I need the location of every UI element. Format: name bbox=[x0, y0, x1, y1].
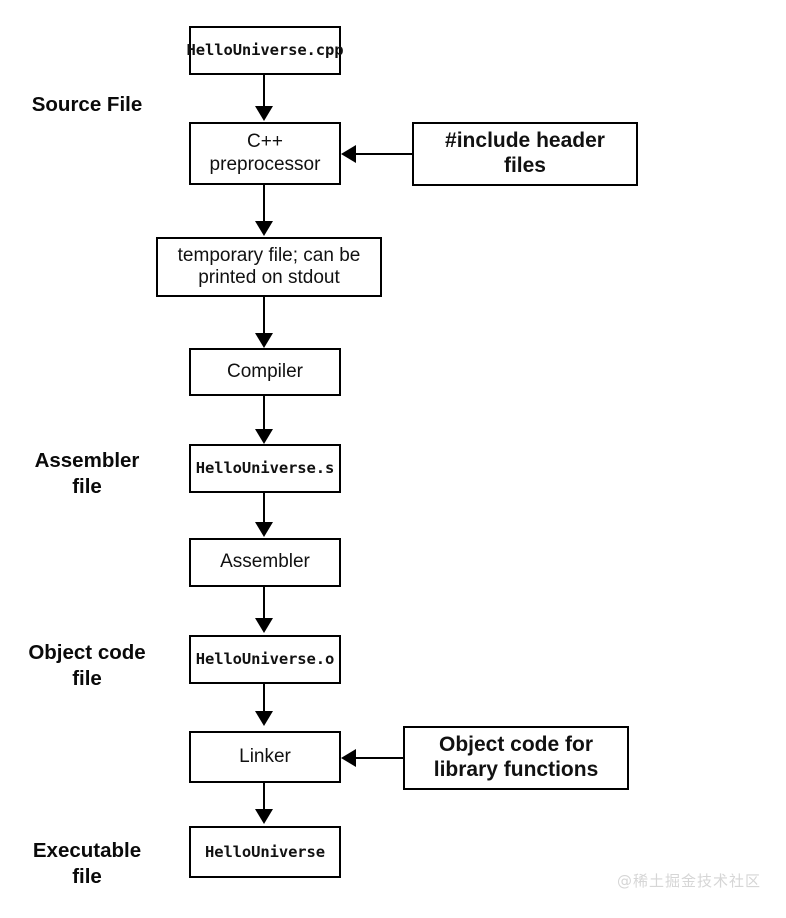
edge-cpp-to-preprocessor-line bbox=[263, 75, 265, 108]
node-label: Assembler bbox=[220, 551, 310, 573]
edge-temp-to-compiler-arrow bbox=[255, 333, 273, 348]
node-hellouniverse-cpp[interactable]: HelloUniverse.cpp bbox=[186, 26, 344, 75]
node-compiler[interactable]: Compiler bbox=[189, 348, 341, 396]
edge-temp-to-compiler-line bbox=[263, 297, 265, 335]
edge-s-to-assembler-line bbox=[263, 493, 265, 524]
edge-library-to-linker-line bbox=[356, 757, 405, 759]
node-label: HelloUniverse.s bbox=[195, 459, 335, 478]
edge-assembler-to-o-arrow bbox=[255, 618, 273, 633]
node-hellouniverse-s[interactable]: HelloUniverse.s bbox=[189, 444, 341, 493]
edge-assembler-to-o-line bbox=[263, 587, 265, 620]
edge-compiler-to-s-arrow bbox=[255, 429, 273, 444]
edge-include-to-preprocessor-arrow bbox=[341, 145, 356, 163]
edge-compiler-to-s-line bbox=[263, 396, 265, 431]
watermark-text: @稀土掘金技术社区 bbox=[617, 872, 762, 890]
caption-executable-file: Executable file bbox=[32, 839, 142, 889]
caption-source-file: Source File bbox=[31, 93, 143, 116]
caption-assembler-file: Assembler file bbox=[34, 449, 140, 499]
edge-library-to-linker-arrow bbox=[341, 749, 356, 767]
edge-preprocessor-to-temp-line bbox=[263, 185, 265, 223]
edge-o-to-linker-line bbox=[263, 684, 265, 713]
node-label: HelloUniverse.o bbox=[195, 650, 335, 669]
node-label: Compiler bbox=[226, 360, 304, 382]
node-hellouniverse[interactable]: HelloUniverse bbox=[189, 826, 341, 878]
node-label: HelloUniverse.cpp bbox=[186, 41, 344, 60]
edge-linker-to-exe-arrow bbox=[255, 809, 273, 824]
edge-cpp-to-preprocessor-arrow bbox=[255, 106, 273, 121]
node-library-object-code[interactable]: Object code for library functions bbox=[403, 726, 629, 790]
edge-preprocessor-to-temp-arrow bbox=[255, 221, 273, 236]
node-label: #include header files bbox=[445, 129, 605, 177]
edge-o-to-linker-arrow bbox=[255, 711, 273, 726]
node-temporary-file[interactable]: temporary file; can be printed on stdout bbox=[156, 237, 382, 297]
node-label: C++ preprocessor bbox=[209, 131, 321, 175]
node-label: HelloUniverse bbox=[204, 842, 325, 861]
node-hellouniverse-o[interactable]: HelloUniverse.o bbox=[189, 635, 341, 684]
node-label: Object code for library functions bbox=[433, 733, 599, 781]
node-label: temporary file; can be printed on stdout bbox=[177, 244, 361, 288]
edge-linker-to-exe-line bbox=[263, 783, 265, 811]
edge-s-to-assembler-arrow bbox=[255, 522, 273, 537]
node-assembler[interactable]: Assembler bbox=[189, 538, 341, 587]
node-include-header-files[interactable]: #include header files bbox=[412, 122, 638, 186]
edge-include-to-preprocessor-line bbox=[356, 153, 414, 155]
node-cpp-preprocessor[interactable]: C++ preprocessor bbox=[189, 122, 341, 185]
caption-object-code-file: Object code file bbox=[28, 641, 146, 691]
node-linker[interactable]: Linker bbox=[189, 731, 341, 783]
node-label: Linker bbox=[239, 745, 291, 767]
